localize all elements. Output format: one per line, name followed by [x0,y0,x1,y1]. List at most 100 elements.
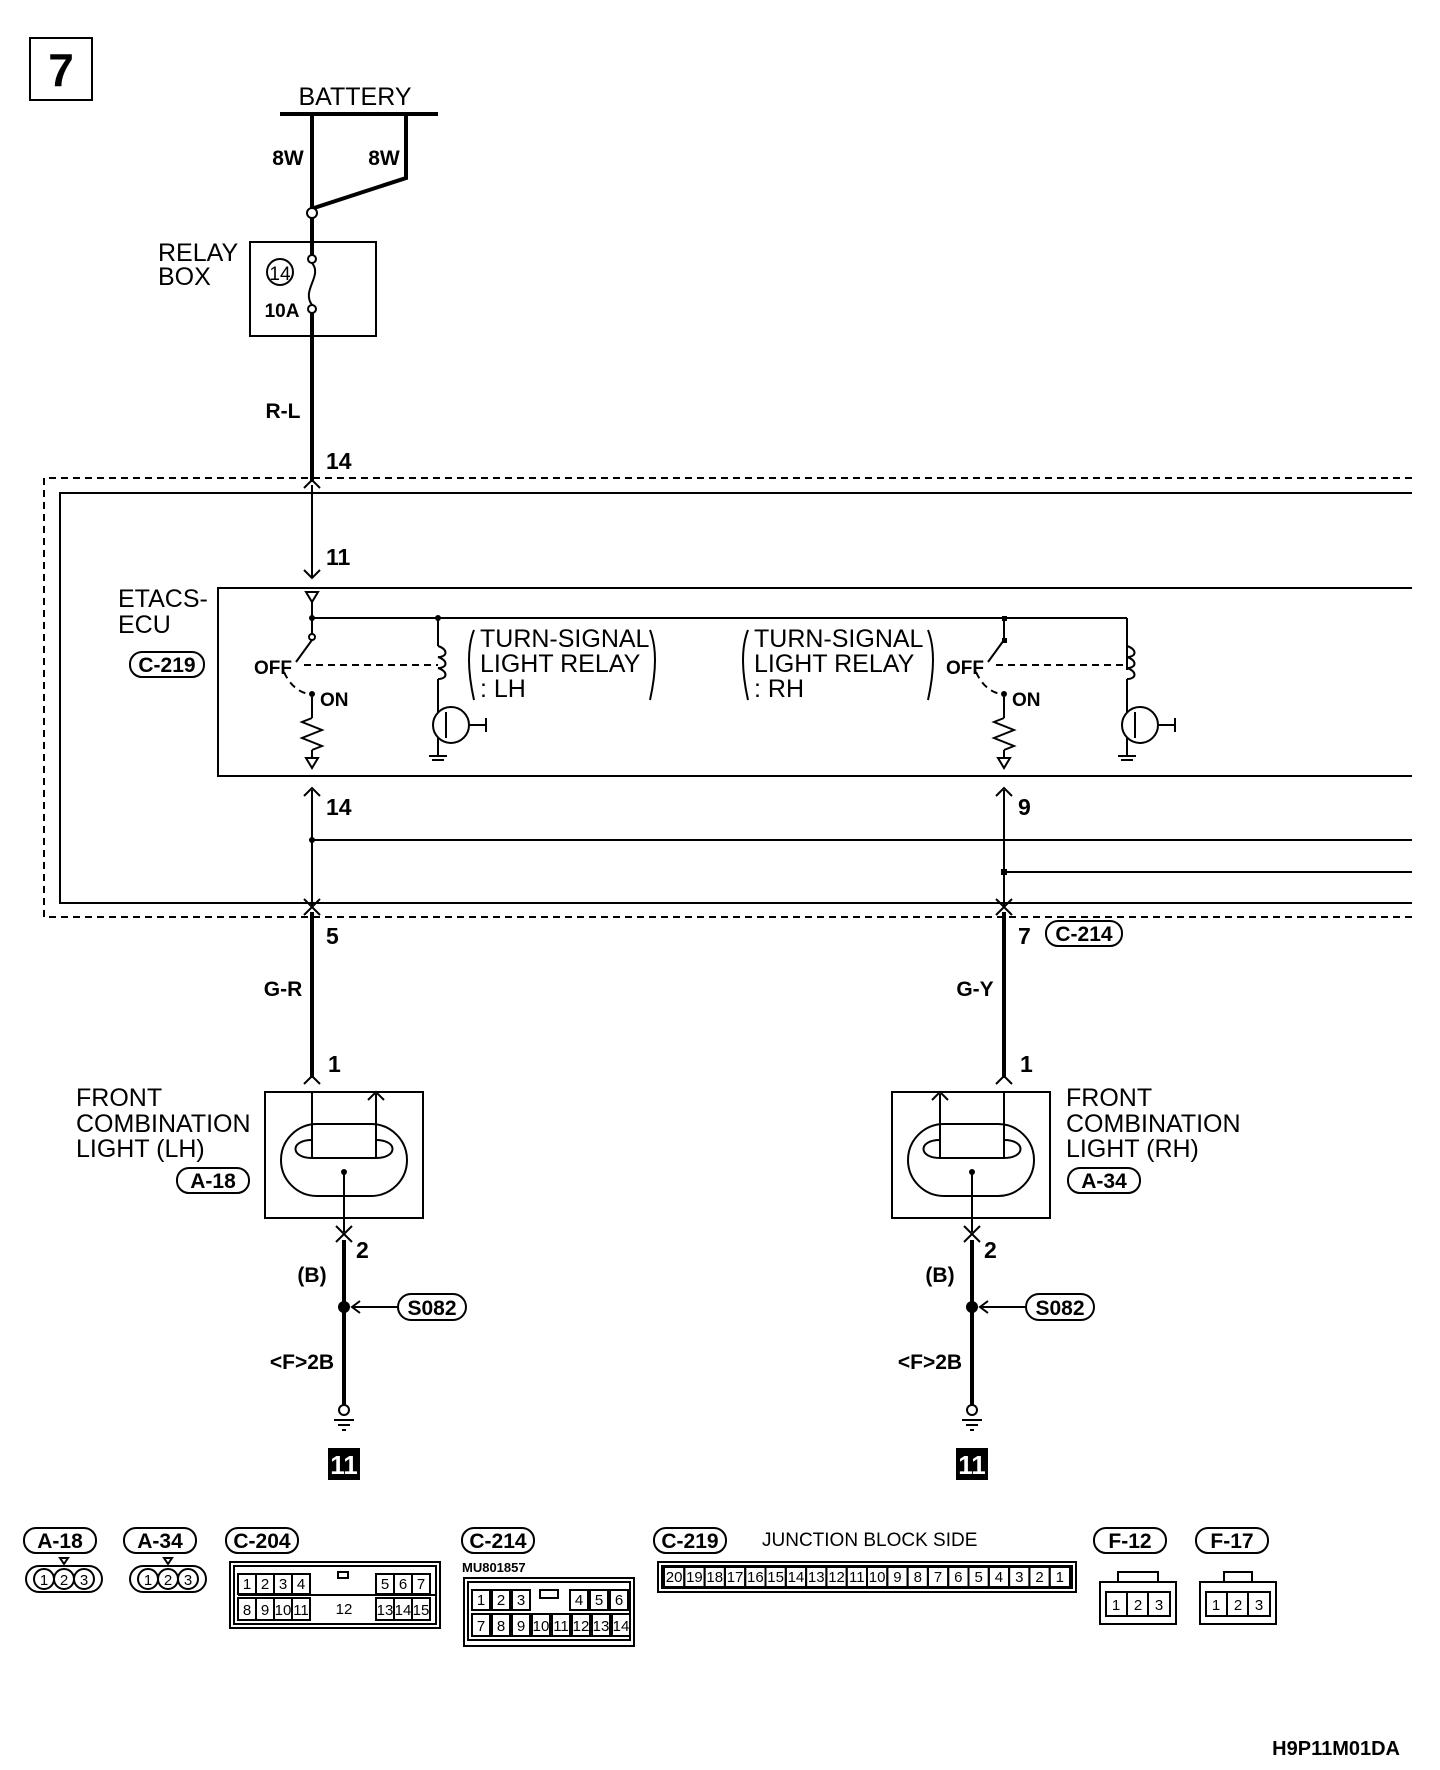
legend-c214-bottom-pin: 9 [517,1618,525,1635]
legend-c219-pin: 4 [995,1569,1003,1586]
legend-c219-pin: 6 [954,1569,962,1586]
lh-pin-2: 2 [356,1237,369,1263]
ecu-terminal-top [304,591,320,604]
legend-c214-bottom-cell [611,1613,631,1637]
legend-c214-top-cell [569,1589,589,1611]
rh-light-label-2: COMBINATION [1066,1110,1241,1138]
rh-ground-wire-color: (B) [925,1264,954,1287]
lh-coil-icon [437,645,447,680]
legend-c219-pin: 19 [686,1569,703,1586]
connector-arrow-11 [303,569,321,580]
wire-color-top: R-L [266,400,301,423]
connector-arrow-14 [303,786,321,797]
legend-f12-pin-1: 1 [1112,1597,1120,1614]
lh-switch-blade [295,639,313,663]
fuse-terminal-bottom [307,304,317,314]
legend-c204-top-pin: 6 [399,1576,407,1593]
lh-splice-arrow [350,1300,361,1314]
rh-filament-1 [922,1139,941,1159]
relay-box-label-2: BOX [158,263,211,291]
lh-switch-travel [283,671,309,695]
legend-f12-pill [1093,1527,1167,1554]
rh-pin-1: 1 [1020,1051,1033,1077]
legend-c204-top-pin: 3 [279,1576,287,1593]
legend-c219-pin: 3 [1015,1569,1023,1586]
rh-splice-arrow [978,1300,989,1314]
lh-ground-wire-color: (B) [297,1264,326,1287]
legend-f17: F-17 [1210,1530,1253,1553]
legend-c219-pin: 14 [788,1569,805,1586]
lh-ground-point: <F>2B [270,1351,334,1374]
lh-splice: S082 [407,1297,456,1320]
lh-ref-box [328,1448,360,1480]
legend-c214-top-pin: 3 [517,1592,525,1609]
lh-light-label-1: FRONT [76,1084,162,1112]
rh-light-arrow [995,1074,1013,1085]
legend-c204-top-cell [291,1573,311,1595]
rh-light-label-3: LIGHT (RH) [1066,1135,1199,1163]
rh-ref: 11 [958,1450,986,1480]
legend-c214-pill [461,1527,535,1554]
rh-relay-label-2: LIGHT RELAY [754,650,915,678]
legend-c214-bottom-pin: 13 [593,1618,610,1635]
legend-a18-pin-3: 3 [80,1572,88,1589]
pin-9: 9 [1018,794,1031,820]
legend-f17-pin-1: 1 [1212,1597,1220,1614]
rh-splice: S082 [1035,1297,1084,1320]
legend-f12-pin-3: 3 [1155,1597,1163,1614]
lh-bulb-node [341,1169,347,1175]
rh-splice-pill [1025,1293,1095,1321]
legend-c204-top-pin: 5 [381,1576,389,1593]
legend-c214-bottom-cell [511,1613,531,1637]
legend-f12-pin-2: 2 [1134,1597,1142,1614]
legend-c219-pin: 7 [934,1569,942,1586]
legend-c214-bottom-pin: 14 [613,1618,630,1635]
legend-c204-bottom-cell [411,1597,431,1621]
legend-c214-top-pin: 1 [477,1592,485,1609]
legend-c214-bottom-cell [491,1613,511,1637]
fuse-terminal-top [307,254,317,264]
legend-c204-top-cell [411,1573,431,1595]
pin-14-top: 14 [326,448,352,474]
wire-color-rh: G-Y [956,978,993,1001]
legend-c219-pin: 9 [893,1569,901,1586]
etacs-connector: C-219 [138,654,195,677]
connector-arrow-9 [995,786,1013,797]
fuse-number-circle [266,258,294,286]
fuse-number: 14 [269,264,291,285]
legend-c214-top-pin: 4 [575,1592,583,1609]
legend-c219-note: JUNCTION BLOCK SIDE [762,1530,977,1551]
legend-f12-connector: 1 2 3 [1099,1571,1177,1625]
legend-c204-bottom-pin: 13 [377,1602,394,1619]
legend-c219-pin: 20 [666,1569,683,1586]
lh-light-label-2: COMBINATION [76,1110,251,1138]
jb-connector: C-214 [1055,923,1113,946]
rh-light-connector: A-34 [1081,1170,1127,1193]
pin-11: 11 [326,544,351,570]
lh-splice-pill [397,1293,467,1321]
legend-a18-connector: 1 2 3 [25,1557,103,1593]
legend-c204-center-pin: 12 [336,1601,353,1618]
relay-box-label-1: RELAY [158,239,238,267]
rh-on-contact [1001,691,1007,697]
legend-a34-pin-1: 1 [144,1572,152,1589]
junction-block-inner [59,492,1412,904]
rh-off: OFF [946,658,984,679]
legend-c214-bottom-pin: 7 [477,1618,485,1635]
legend-f17-pin-2: 2 [1234,1597,1242,1614]
legend-c214-top-pin: 5 [595,1592,603,1609]
legend-c204-bottom-pin: 8 [243,1602,251,1619]
jb-connector-pill [1045,920,1123,947]
lh-relay-label-2: LIGHT RELAY [480,650,641,678]
legend-f12: F-12 [1108,1530,1151,1553]
battery-wire-right [313,114,408,210]
rh-resistor-icon [991,717,1017,751]
lh-ground-terminal [338,1404,350,1416]
legend-c219-pin: 17 [727,1569,744,1586]
legend-c219-pin: 18 [706,1569,723,1586]
lh-relay-label-1: TURN-SIGNAL [480,625,650,653]
